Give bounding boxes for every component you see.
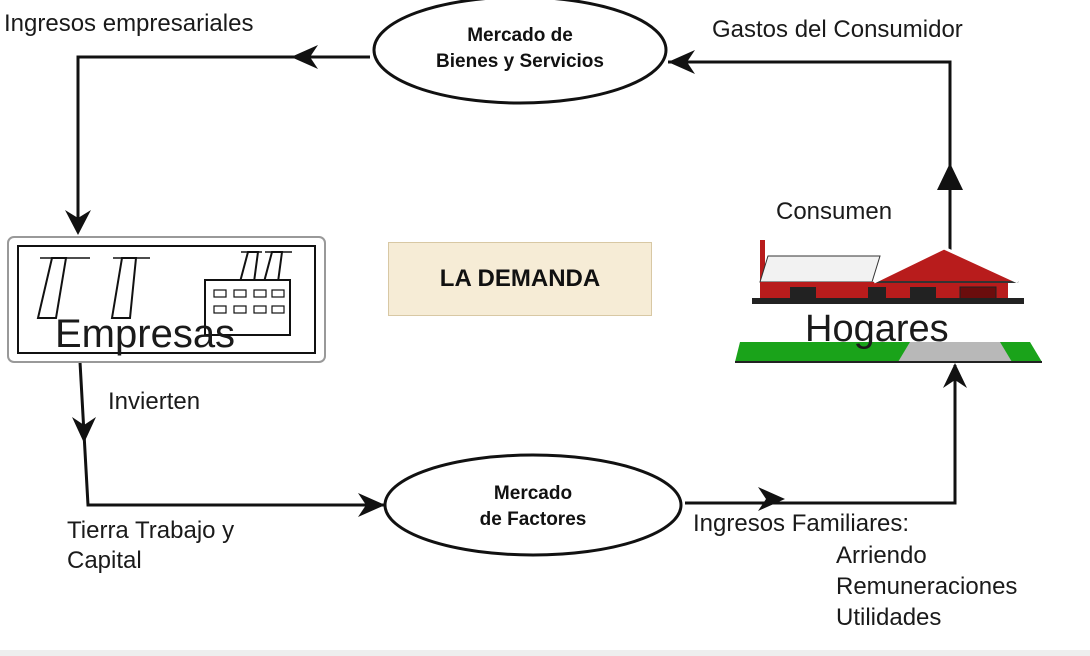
line-ingresos-familiares: [685, 365, 957, 505]
mercado-factores-line2: de Factores: [479, 509, 587, 530]
ellipse-mercado-bienes: [372, 0, 668, 105]
mercado-bienes-line1: Mercado de: [467, 25, 573, 46]
ingreso-item-arriendo: Arriendo: [836, 542, 927, 569]
tierra-trabajo-line2: Capital: [67, 547, 142, 574]
hogares-label: Hogares: [805, 308, 949, 350]
ingresos-familiares-title: Ingresos Familiares:: [693, 510, 910, 537]
empresas-label: Empresas: [55, 312, 236, 356]
mercado-bienes-label: Mercado de Bienes y Servicios: [374, 23, 666, 75]
arrowhead-bienes-left: [668, 50, 695, 74]
mercado-factores-line1: Mercado: [493, 483, 573, 504]
hogares-icon: [735, 240, 1042, 363]
ingresos-familiares-list: Arriendo Remuneraciones Utilidades: [836, 540, 1017, 633]
arrowhead-factores-right: [358, 493, 385, 517]
tierra-trabajo-line1: Tierra Trabajo y: [67, 517, 235, 544]
line-ingresos-empresariales: [76, 55, 370, 232]
arrowhead-empresas-down: [65, 210, 91, 235]
mercado-factores-label: Mercado de Factores: [385, 481, 681, 533]
footer-strip: [0, 650, 1090, 656]
arrowhead-familiares-right: [758, 487, 785, 511]
ingreso-item-utilidades: Utilidades: [836, 604, 942, 631]
arrowhead-hogares-up: [943, 363, 967, 388]
line-invierten: [78, 361, 385, 507]
gastos-consumidor-label: Gastos del Consumidor: [712, 16, 963, 43]
ingreso-item-remuneraciones: Remuneraciones: [836, 573, 1018, 600]
mercado-bienes-line2: Bienes y Servicios: [436, 51, 604, 72]
consumen-label: Consumen: [776, 198, 893, 225]
arrowheads: [65, 45, 967, 517]
empresas-icon: [7, 236, 326, 363]
tierra-trabajo-label: Tierra Trabajo y Capital: [67, 516, 234, 576]
invierten-label: Invierten: [108, 388, 201, 415]
la-demanda-label: LA DEMANDA: [388, 242, 652, 316]
arrowhead-invierten-down: [72, 417, 96, 443]
ellipse-mercado-factores: [383, 453, 683, 557]
ingresos-empresariales-label: Ingresos empresariales: [4, 10, 254, 37]
arrowhead-gastos-up: [937, 163, 963, 190]
arrowhead-ingresos-left: [291, 45, 318, 69]
